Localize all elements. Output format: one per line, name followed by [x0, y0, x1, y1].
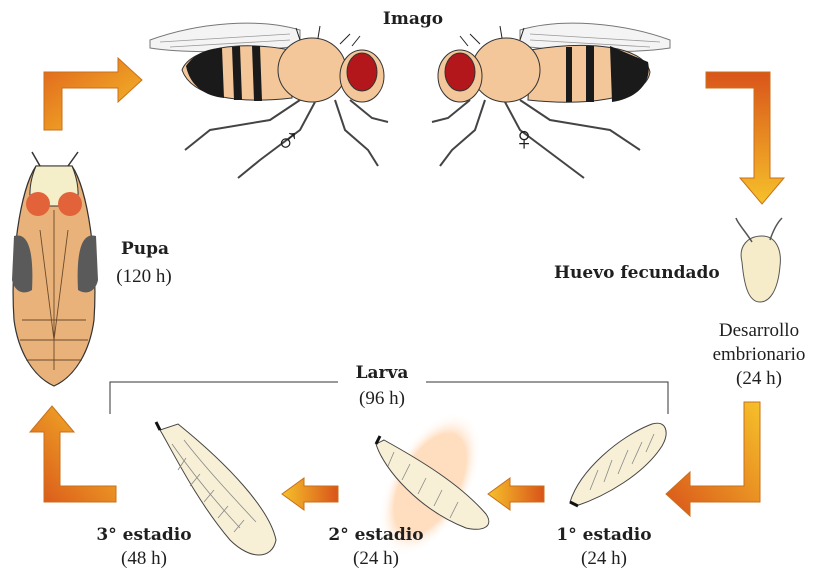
- arrow-imago-to-egg: [706, 72, 784, 204]
- instar2-label: 2° estadio: [324, 524, 428, 546]
- female-symbol: ♀: [504, 120, 544, 160]
- egg-illustration: [736, 218, 782, 302]
- male-symbol: ♂: [268, 124, 308, 160]
- instar1-duration: (24 h): [556, 548, 652, 570]
- development-line2: embrionario: [700, 344, 818, 366]
- larva-label: Larva: [340, 362, 424, 384]
- pupa-duration: (120 h): [104, 266, 184, 288]
- instar1-label: 1° estadio: [556, 524, 652, 546]
- instar3-label: 3° estadio: [92, 524, 196, 546]
- pupa-illustration: [12, 152, 98, 386]
- arrow-instar2-to-instar3: [282, 478, 338, 510]
- imago-label: Imago: [378, 8, 448, 30]
- egg-label: Huevo fecundado: [554, 262, 730, 284]
- arrow-pupa-to-imago: [44, 58, 142, 130]
- arrow-instar3-to-pupa: [30, 406, 116, 502]
- instar1-larva-illustration: [570, 423, 666, 506]
- instar2-duration: (24 h): [324, 548, 428, 570]
- pupa-label: Pupa: [110, 238, 180, 260]
- arrow-development-to-instar1: [666, 402, 760, 516]
- development-line1: Desarrollo: [700, 320, 818, 342]
- larva-duration: (96 h): [340, 388, 424, 410]
- development-duration: (24 h): [700, 368, 818, 390]
- female-fly-illustration: [432, 23, 670, 178]
- arrow-instar1-to-instar2: [488, 478, 544, 510]
- instar3-duration: (48 h): [92, 548, 196, 570]
